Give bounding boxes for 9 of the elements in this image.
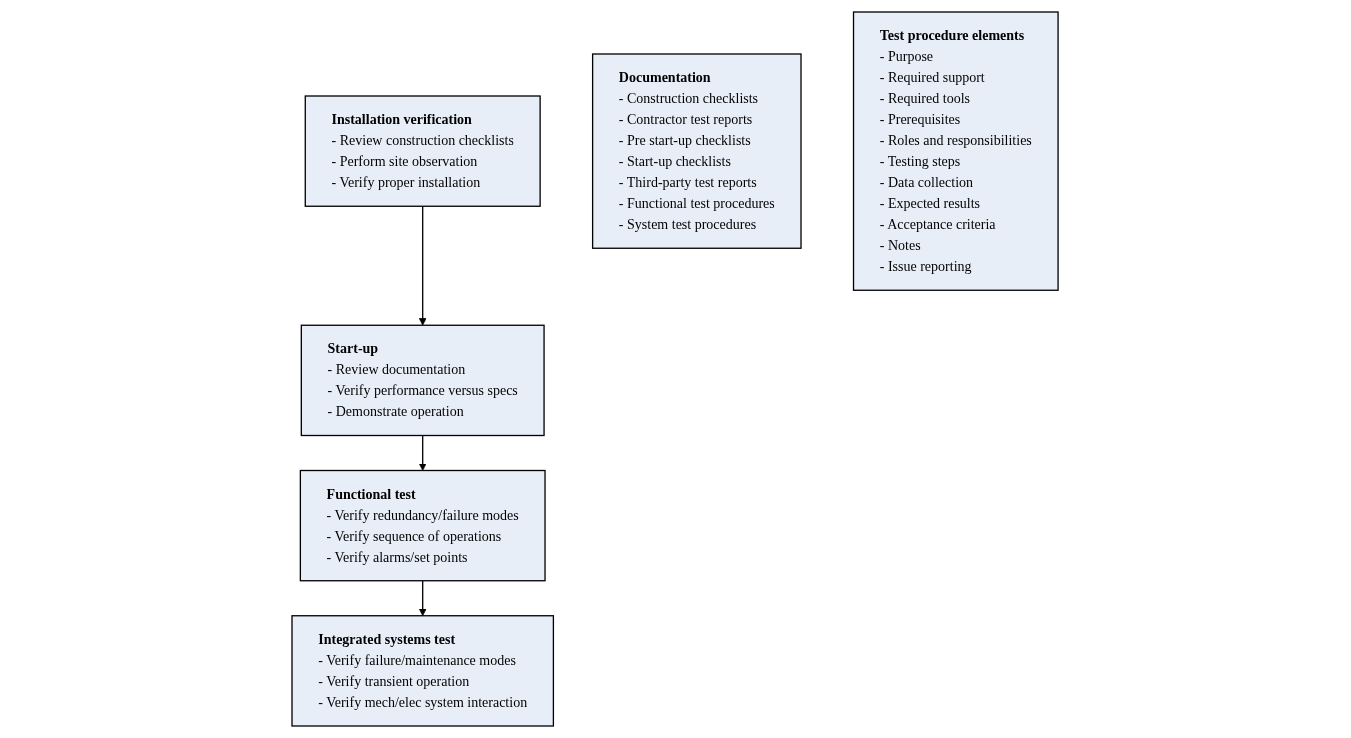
- node-box: Start-up - Review documentation - Verify performance versus specs - Demonstrate operation: [301, 324, 546, 437]
- node-box: Documentation - Construction checklists - Contractor test reports - Pre start-up checklists - Start-up checklists - Third-party test reports - Functional test procedures - System test procedures: [592, 53, 803, 249]
- arrow: [419, 205, 427, 326]
- arrow: [419, 580, 427, 617]
- node-box: Integrated systems test - Verify failure/maintenance modes - Verify transient operation - Verify mech/elec system interaction: [291, 615, 555, 727]
- node-box: Test procedure elements - Purpose - Required support - Required tools - Prerequisites - Roles and responsibilities - Testing steps - Data collection - Expected results - Acceptance criteria - Notes - Issue reporting: [853, 11, 1060, 291]
- node-box: Installation verification - Review construction checklists - Perform site observation - Verify proper installation: [305, 95, 542, 207]
- arrow: [419, 434, 427, 471]
- node-box: Functional test - Verify redundancy/failure modes - Verify sequence of operations - Verify alarms/set points: [300, 469, 547, 582]
